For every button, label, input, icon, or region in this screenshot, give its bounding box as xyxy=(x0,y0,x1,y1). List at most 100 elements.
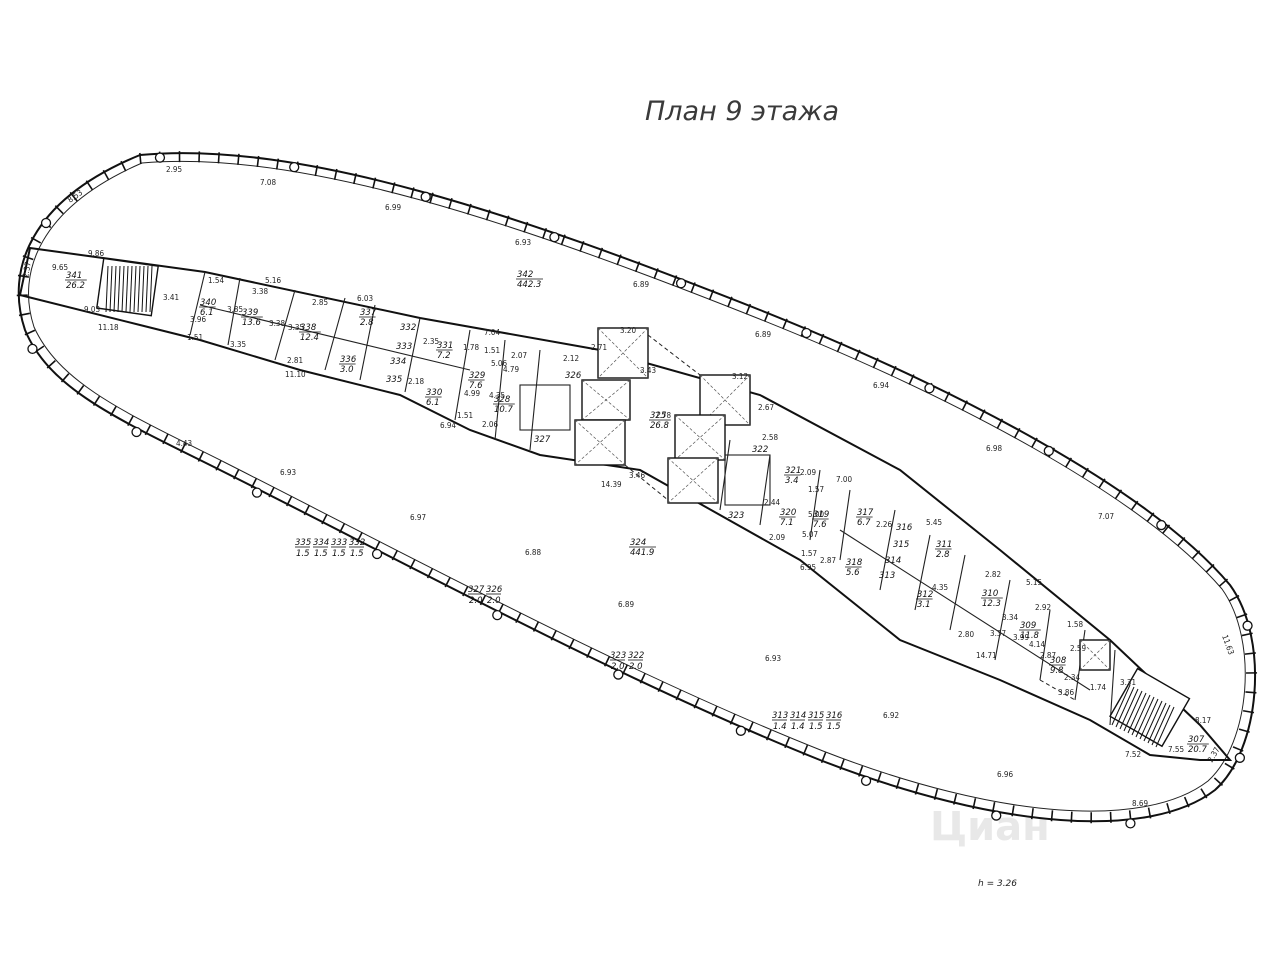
room-area: 7.6 xyxy=(469,381,483,391)
mullion-tick xyxy=(286,495,293,507)
inner-dimension-label: 5.15 xyxy=(1026,578,1042,587)
mullion-tick xyxy=(872,357,879,369)
inner-dimension-label: 1.58 xyxy=(1067,620,1083,629)
room-tag: 332 xyxy=(400,323,416,333)
column xyxy=(675,278,687,289)
mullion-tick xyxy=(763,311,770,322)
room-number: 324 xyxy=(630,538,646,548)
perimeter-dimension-label: 6.96 xyxy=(997,770,1013,779)
perimeter-dimension-label: 6.89 xyxy=(618,600,634,609)
mullion-tick xyxy=(109,406,117,417)
perimeter-dimension-label: 7.07 xyxy=(1098,512,1114,521)
inner-dimension-label: 2.87 xyxy=(1040,651,1056,660)
mullion-tick xyxy=(1232,746,1244,752)
room-number: 338 xyxy=(300,323,317,333)
mullion-tick xyxy=(60,373,70,383)
mullion-tick xyxy=(102,169,110,181)
room-tag: 326 xyxy=(565,371,582,381)
mullion-tick xyxy=(504,215,510,227)
mullion-tick xyxy=(1205,563,1215,573)
inner-dimension-label: 3.46 xyxy=(629,471,645,480)
mullion-tick xyxy=(179,442,187,454)
mullion-tick xyxy=(162,433,169,445)
perimeter-dimension-label: 6.93 xyxy=(765,654,781,663)
inner-dimension-label: 2.09 xyxy=(800,468,816,477)
legend-room-area: 2.0 xyxy=(629,662,643,672)
mullion-tick xyxy=(839,759,845,771)
inner-dimension-label: 2.12 xyxy=(563,354,579,363)
mullion-tick xyxy=(675,689,682,701)
stair-tread xyxy=(1111,684,1131,726)
legend-room-area: 1.5 xyxy=(350,549,364,559)
mullion-tick xyxy=(996,418,1004,429)
room-area: 11.8 xyxy=(1020,631,1040,641)
mullion-tick xyxy=(586,647,593,658)
mullion-tick xyxy=(1245,691,1257,694)
perimeter-dimension-label: 8.53 xyxy=(66,188,84,205)
mullion-tick xyxy=(24,329,36,336)
column xyxy=(251,487,263,498)
legend-room-number: 313 xyxy=(772,711,788,721)
room-number: 339 xyxy=(242,308,258,318)
perimeter-dimension-label: 2.37 xyxy=(21,261,33,278)
inner-dimension-label: 2.82 xyxy=(985,570,1001,579)
room-number: 337 xyxy=(360,308,377,318)
room-number: 318 xyxy=(846,558,863,568)
room-tag: 322 xyxy=(752,445,768,455)
inner-dimension-label: 9.86 xyxy=(88,249,104,258)
mullion-tick xyxy=(961,400,968,411)
inner-dimension-label: 7.52 xyxy=(1125,750,1141,759)
mullion-tick xyxy=(1166,803,1171,815)
legend-room-number: 322 xyxy=(628,651,644,661)
room-area: 7.2 xyxy=(437,351,451,361)
plan-title: План 9 этажа xyxy=(645,96,839,127)
inner-dimension-label: 3.43 xyxy=(640,366,656,375)
mullion-tick xyxy=(1191,550,1201,560)
mullion-tick xyxy=(217,152,220,164)
legend-room-area: 1.5 xyxy=(296,549,310,559)
mullion-tick xyxy=(391,549,399,561)
stair-tread xyxy=(1131,694,1151,736)
stair-tread xyxy=(149,265,153,313)
mullion-tick xyxy=(356,531,363,543)
stair-tread xyxy=(141,265,145,313)
legend-room-number: 326 xyxy=(486,585,503,595)
mullion-tick xyxy=(233,468,240,480)
stair-tread xyxy=(1143,700,1163,742)
inner-dimension-label: 14.71 xyxy=(976,651,997,660)
mullion-tick xyxy=(727,296,733,308)
perimeter-dimension-label: 7.08 xyxy=(260,178,276,187)
watermark: Циан xyxy=(930,804,1050,850)
mullion-tick xyxy=(745,303,752,315)
room-area: 6.1 xyxy=(426,398,440,408)
mullion-tick xyxy=(127,415,134,426)
inner-dimension-label: 11.10 xyxy=(285,370,306,379)
legend-room-number: 332 xyxy=(349,538,365,548)
legend-room-area: 1.5 xyxy=(809,722,823,732)
column xyxy=(860,775,872,786)
inner-dimension-label: 3.38 xyxy=(269,319,285,328)
mullion-tick xyxy=(85,180,94,191)
inner-dimension-label: 4.14 xyxy=(1029,640,1045,649)
room-number: 317 xyxy=(857,508,874,518)
inner-dimension-label: 1.74 xyxy=(1090,683,1106,692)
mullion-tick xyxy=(448,198,453,210)
room-area: 441.9 xyxy=(630,548,654,558)
mullion-tick xyxy=(693,697,700,709)
inner-dimension-label: 2.07 xyxy=(511,351,527,360)
mullion-tick xyxy=(1070,811,1073,823)
legend-room-area: 1.4 xyxy=(791,722,805,732)
mullion-tick xyxy=(550,630,557,641)
room-area: 12.3 xyxy=(982,599,1001,609)
mullion-tick xyxy=(1218,578,1229,587)
inner-dimension-label: 3.41 xyxy=(163,293,179,302)
inner-dimension-label: 2.85 xyxy=(312,298,328,307)
inner-dimension-label: 2.26 xyxy=(876,520,892,529)
